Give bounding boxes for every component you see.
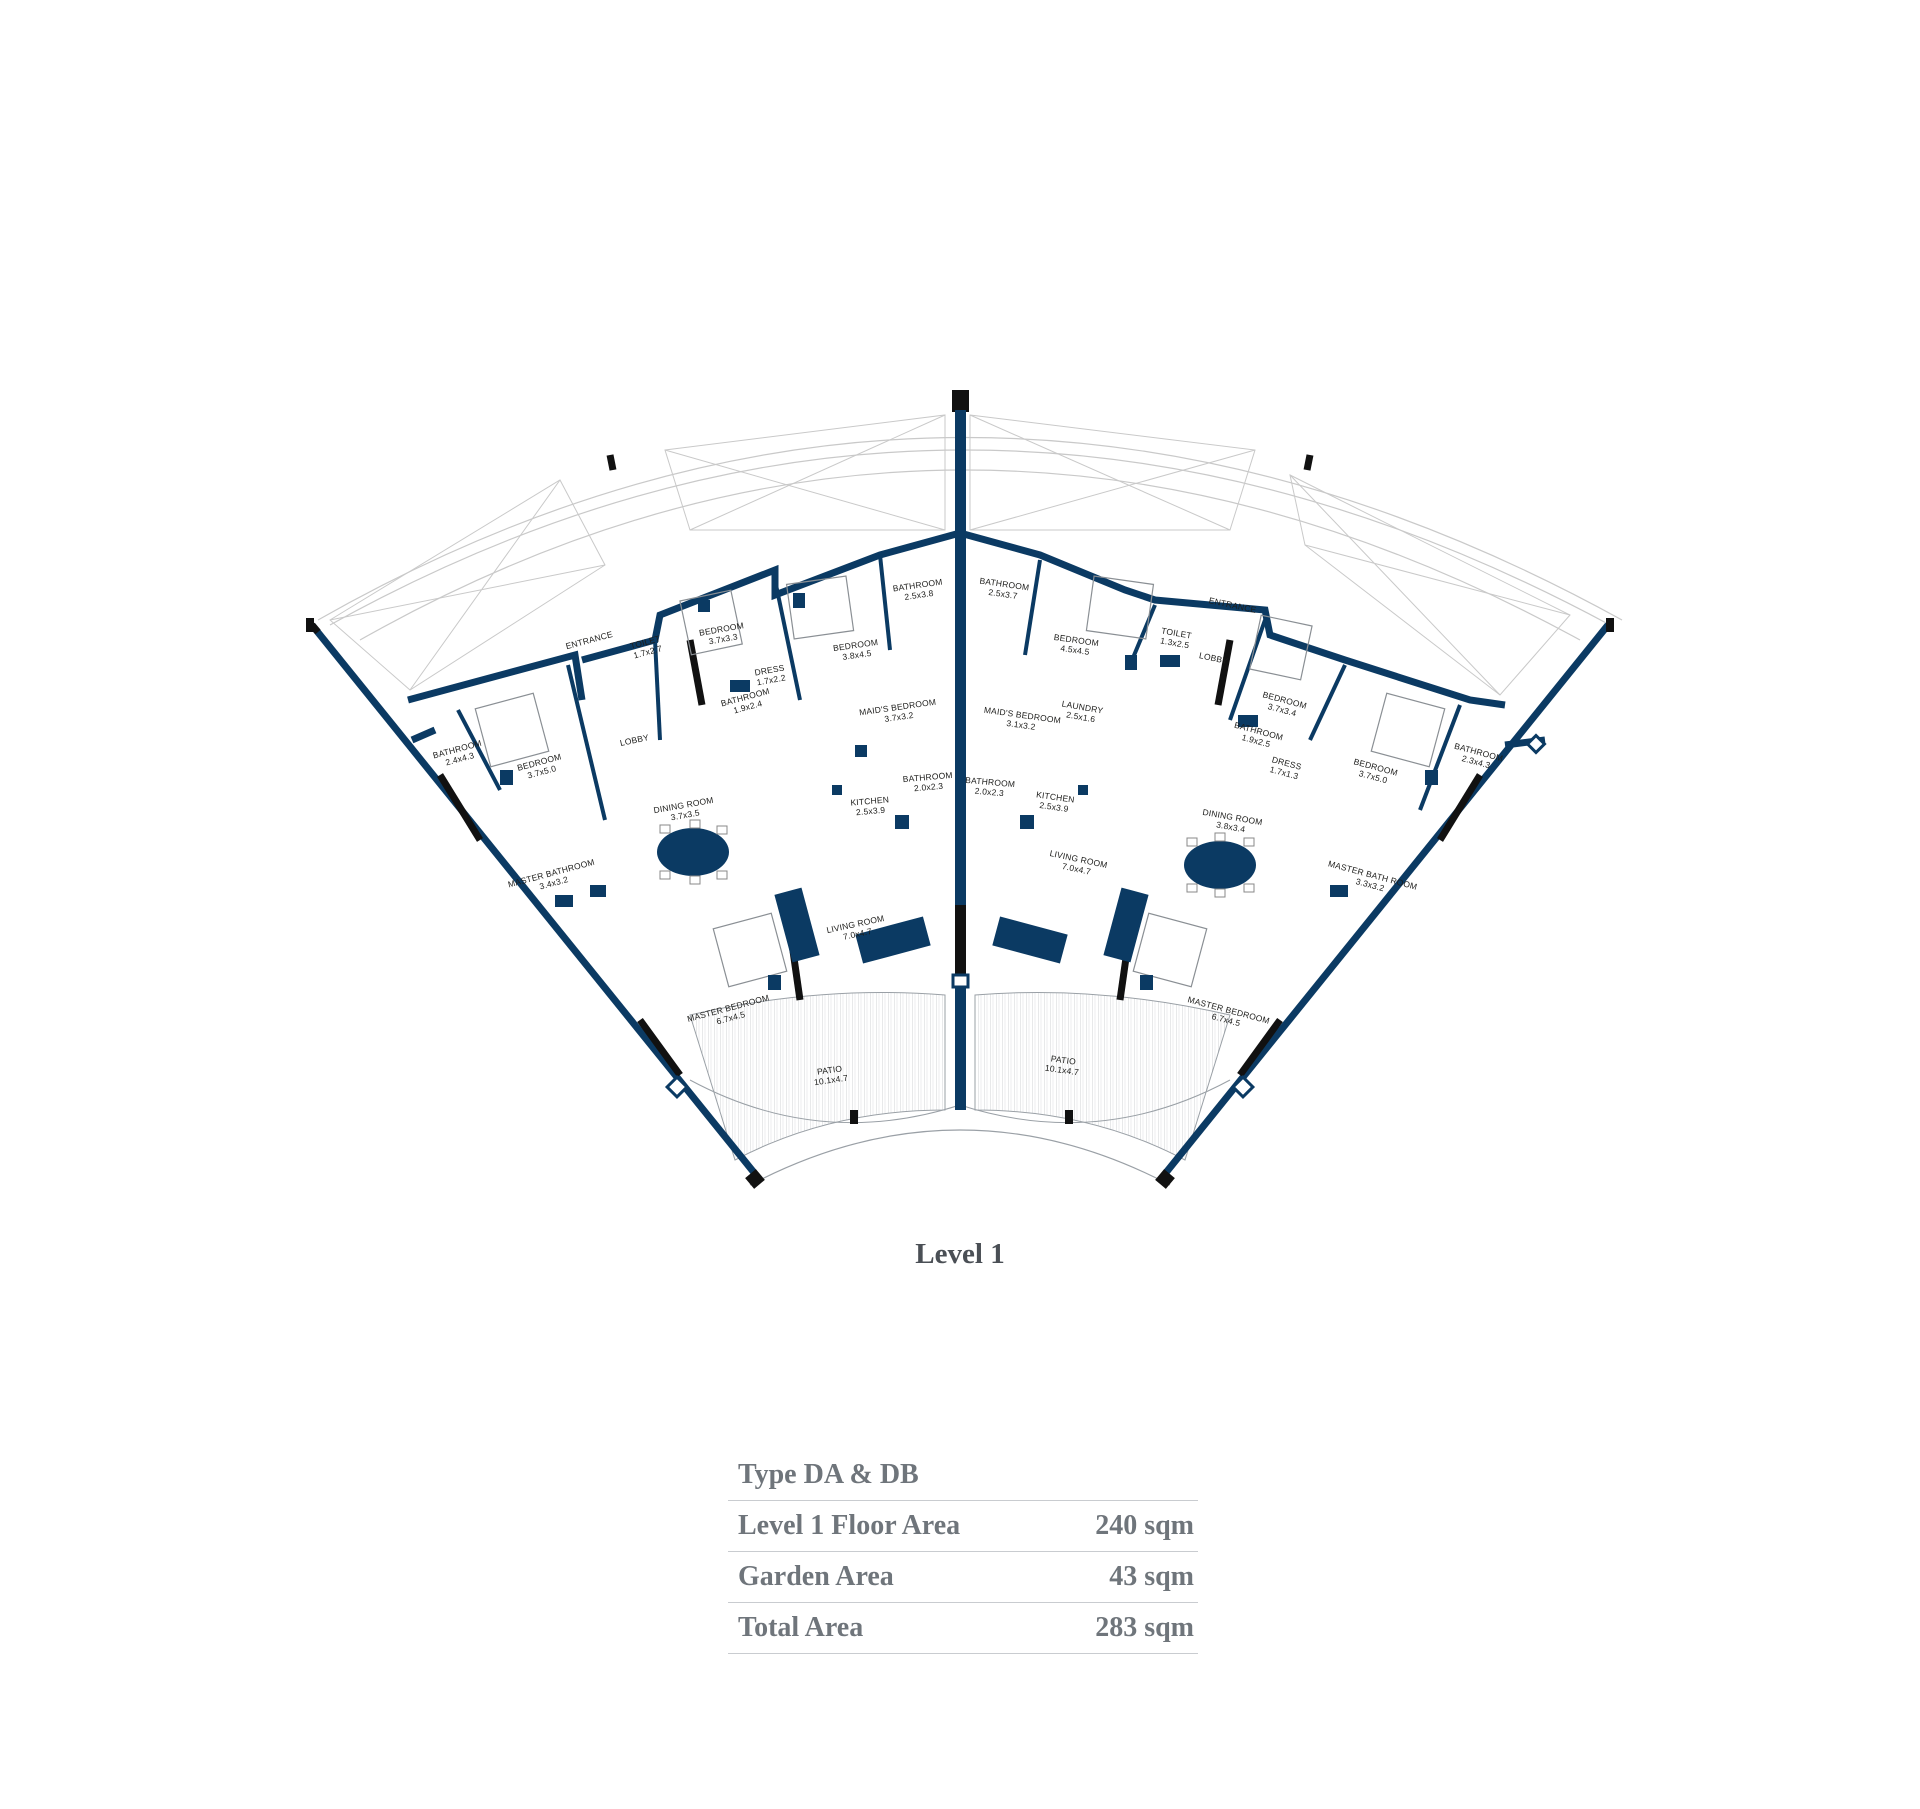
room-label: DRESS1.7x1.3 bbox=[1268, 754, 1303, 781]
room-label: TOILET1.7x2.7 bbox=[629, 633, 664, 660]
area-row-value: 283 sqm bbox=[1095, 1612, 1194, 1643]
room-label: BEDROOM4.5x4.5 bbox=[1052, 632, 1100, 658]
dining-chairs bbox=[659, 819, 1255, 898]
room-label: LOBBY bbox=[619, 732, 650, 748]
beds bbox=[474, 575, 1446, 988]
room-label: BATHROOM2.0x2.3 bbox=[902, 770, 954, 794]
area-row-label: Garden Area bbox=[738, 1561, 894, 1592]
room-label: BATHROOM2.5x3.7 bbox=[978, 576, 1030, 603]
area-row-total: Total Area 283 sqm bbox=[728, 1603, 1198, 1654]
room-label: MAID'S BEDROOM3.7x3.2 bbox=[858, 697, 938, 728]
room-label: LIVING ROOM7.0x4.7 bbox=[1047, 848, 1109, 880]
room-label: MASTER BATHROOM3.4x3.2 bbox=[507, 857, 598, 899]
room-label: BATHROOM2.4x4.3 bbox=[432, 738, 486, 770]
room-label: BEDROOM3.7x3.3 bbox=[698, 620, 746, 648]
patio-decking bbox=[689, 992, 1231, 1186]
dining-tables bbox=[657, 828, 1256, 889]
planter-boxes bbox=[329, 414, 1571, 696]
area-row-label: Level 1 Floor Area bbox=[738, 1510, 961, 1541]
room-label: KITCHEN2.5x3.9 bbox=[850, 794, 890, 817]
room-label: BEDROOM3.8x4.5 bbox=[832, 637, 880, 663]
room-label: MAID'S BEDROOM3.1x3.2 bbox=[982, 705, 1062, 736]
room-label: KITCHEN2.5x3.9 bbox=[1034, 789, 1075, 814]
room-label: BATHROOM2.0x2.3 bbox=[964, 775, 1016, 799]
area-table: Type DA & DB Level 1 Floor Area 240 sqm … bbox=[728, 1450, 1198, 1654]
fixtures bbox=[500, 593, 1438, 990]
room-label: TOILET1.3x2.5 bbox=[1159, 625, 1193, 650]
room-label: BEDROOM3.7x3.4 bbox=[1259, 689, 1308, 720]
area-row-value: 240 sqm bbox=[1095, 1510, 1194, 1541]
dining-table-right bbox=[1184, 841, 1256, 889]
room-label: BEDROOM3.7x5.0 bbox=[516, 751, 565, 782]
room-label: DINING ROOM3.8x3.4 bbox=[1200, 807, 1263, 837]
sofas bbox=[774, 887, 1149, 964]
room-label: DINING ROOM3.7x3.5 bbox=[653, 795, 716, 825]
room-label: BATHROOM1.9x2.5 bbox=[1231, 720, 1285, 752]
room-label: BATHROOM2.5x3.8 bbox=[892, 577, 944, 604]
area-row-garden: Garden Area 43 sqm bbox=[728, 1552, 1198, 1603]
room-label: LAUNDRY2.5x1.6 bbox=[1059, 698, 1104, 725]
area-table-title: Type DA & DB bbox=[728, 1450, 1198, 1501]
room-label: ENTRANCE bbox=[1208, 595, 1258, 615]
area-row-value: 43 sqm bbox=[1109, 1561, 1194, 1592]
room-label: PATIO10.1x4.7 bbox=[812, 1063, 849, 1088]
room-label: BEDROOM3.7x5.0 bbox=[1350, 756, 1399, 787]
area-row-label: Total Area bbox=[738, 1612, 864, 1643]
room-label: DRESS1.7x2.2 bbox=[754, 662, 787, 687]
room-label: ENTRANCE bbox=[565, 629, 614, 651]
area-row-floor: Level 1 Floor Area 240 sqm bbox=[728, 1501, 1198, 1552]
column-markers bbox=[664, 733, 1547, 1100]
room-label: BATHROOM1.9x2.4 bbox=[720, 686, 774, 718]
dining-table-left bbox=[657, 828, 729, 876]
level-title: Level 1 bbox=[915, 1238, 1005, 1270]
end-caps bbox=[306, 618, 1614, 1189]
room-label: PATIO10.1x4.7 bbox=[1044, 1053, 1081, 1078]
party-wall bbox=[952, 390, 969, 1110]
